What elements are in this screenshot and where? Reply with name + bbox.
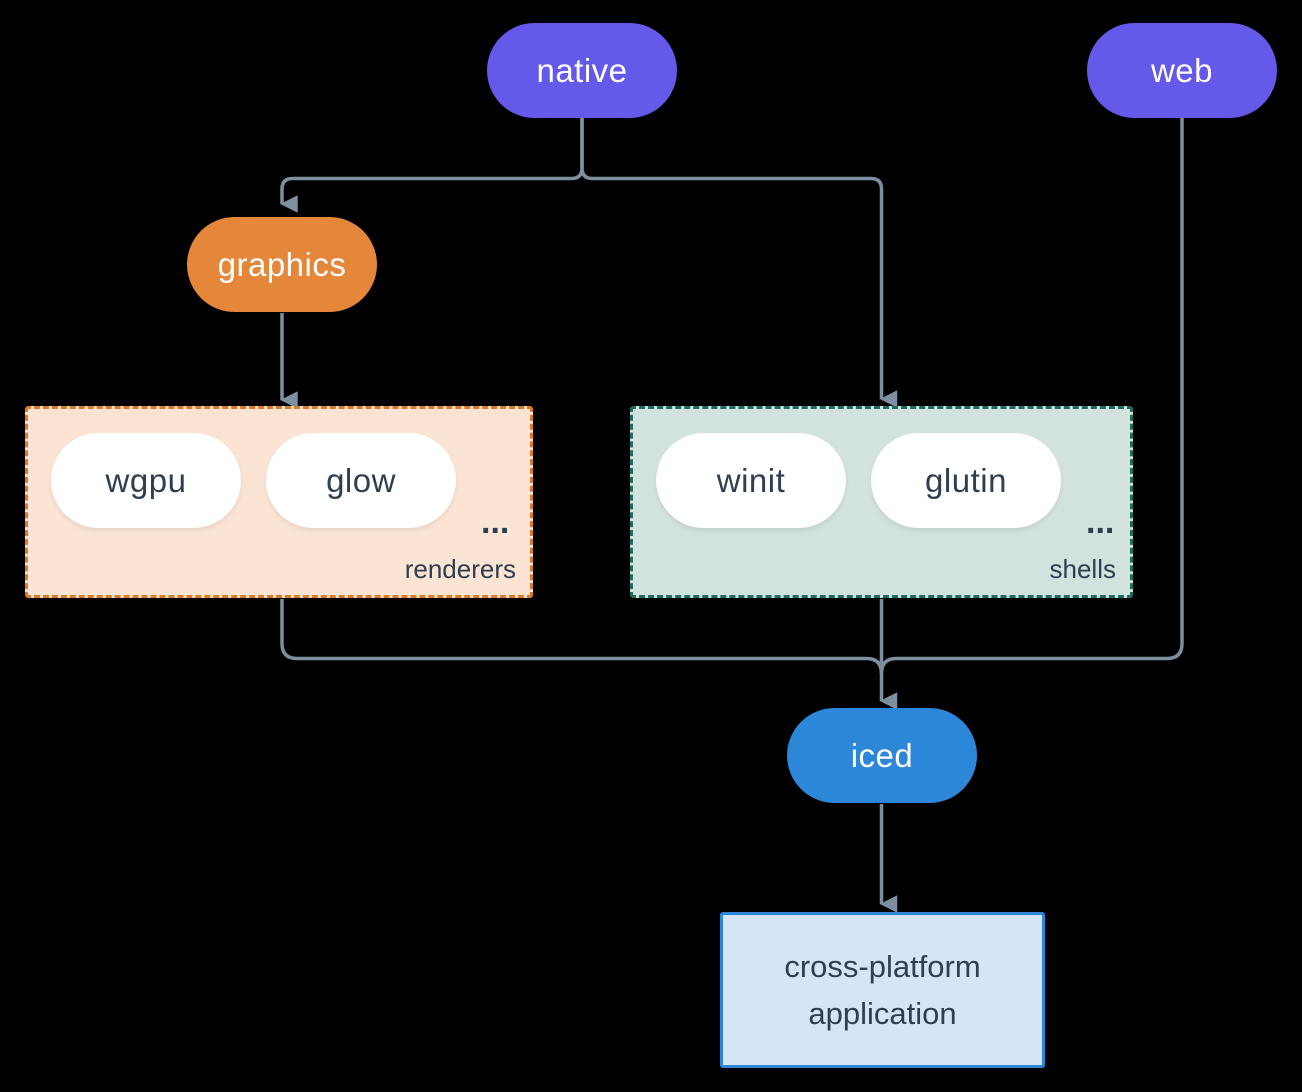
pill-glutin: glutin (871, 433, 1061, 528)
connector-renderers-to-merge (280, 599, 884, 674)
node-iced: iced (787, 708, 977, 803)
node-web: web (1087, 23, 1277, 118)
node-native-label: native (536, 51, 628, 89)
node-graphics-label: graphics (217, 245, 347, 283)
group-shells: winit glutin ... shells (630, 406, 1133, 598)
application-label-line1: cross-platform (784, 949, 981, 984)
connector-native-to-graphics (280, 118, 584, 213)
node-web-label: web (1150, 51, 1214, 89)
group-shells-label: shells (1049, 554, 1116, 584)
group-renderers-label: renderers (404, 554, 516, 584)
renderers-ellipsis: ... (481, 503, 510, 541)
application-label-line2: application (808, 996, 957, 1031)
group-renderers: wgpu glow ... renderers (25, 406, 533, 598)
node-graphics: graphics (187, 217, 377, 312)
pill-wgpu-label: wgpu (105, 461, 187, 499)
pill-winit-label: winit (716, 461, 786, 499)
pill-wgpu: wgpu (51, 433, 241, 528)
node-iced-label: iced (850, 736, 914, 774)
application-box: cross-platform application (720, 912, 1045, 1068)
pill-winit: winit (656, 433, 846, 528)
pill-glow-label: glow (326, 461, 396, 499)
connector-native-to-shells (580, 118, 898, 408)
shells-ellipsis: ... (1086, 503, 1115, 541)
pill-glow: glow (266, 433, 456, 528)
pill-glutin-label: glutin (925, 461, 1007, 499)
node-native: native (487, 23, 677, 118)
